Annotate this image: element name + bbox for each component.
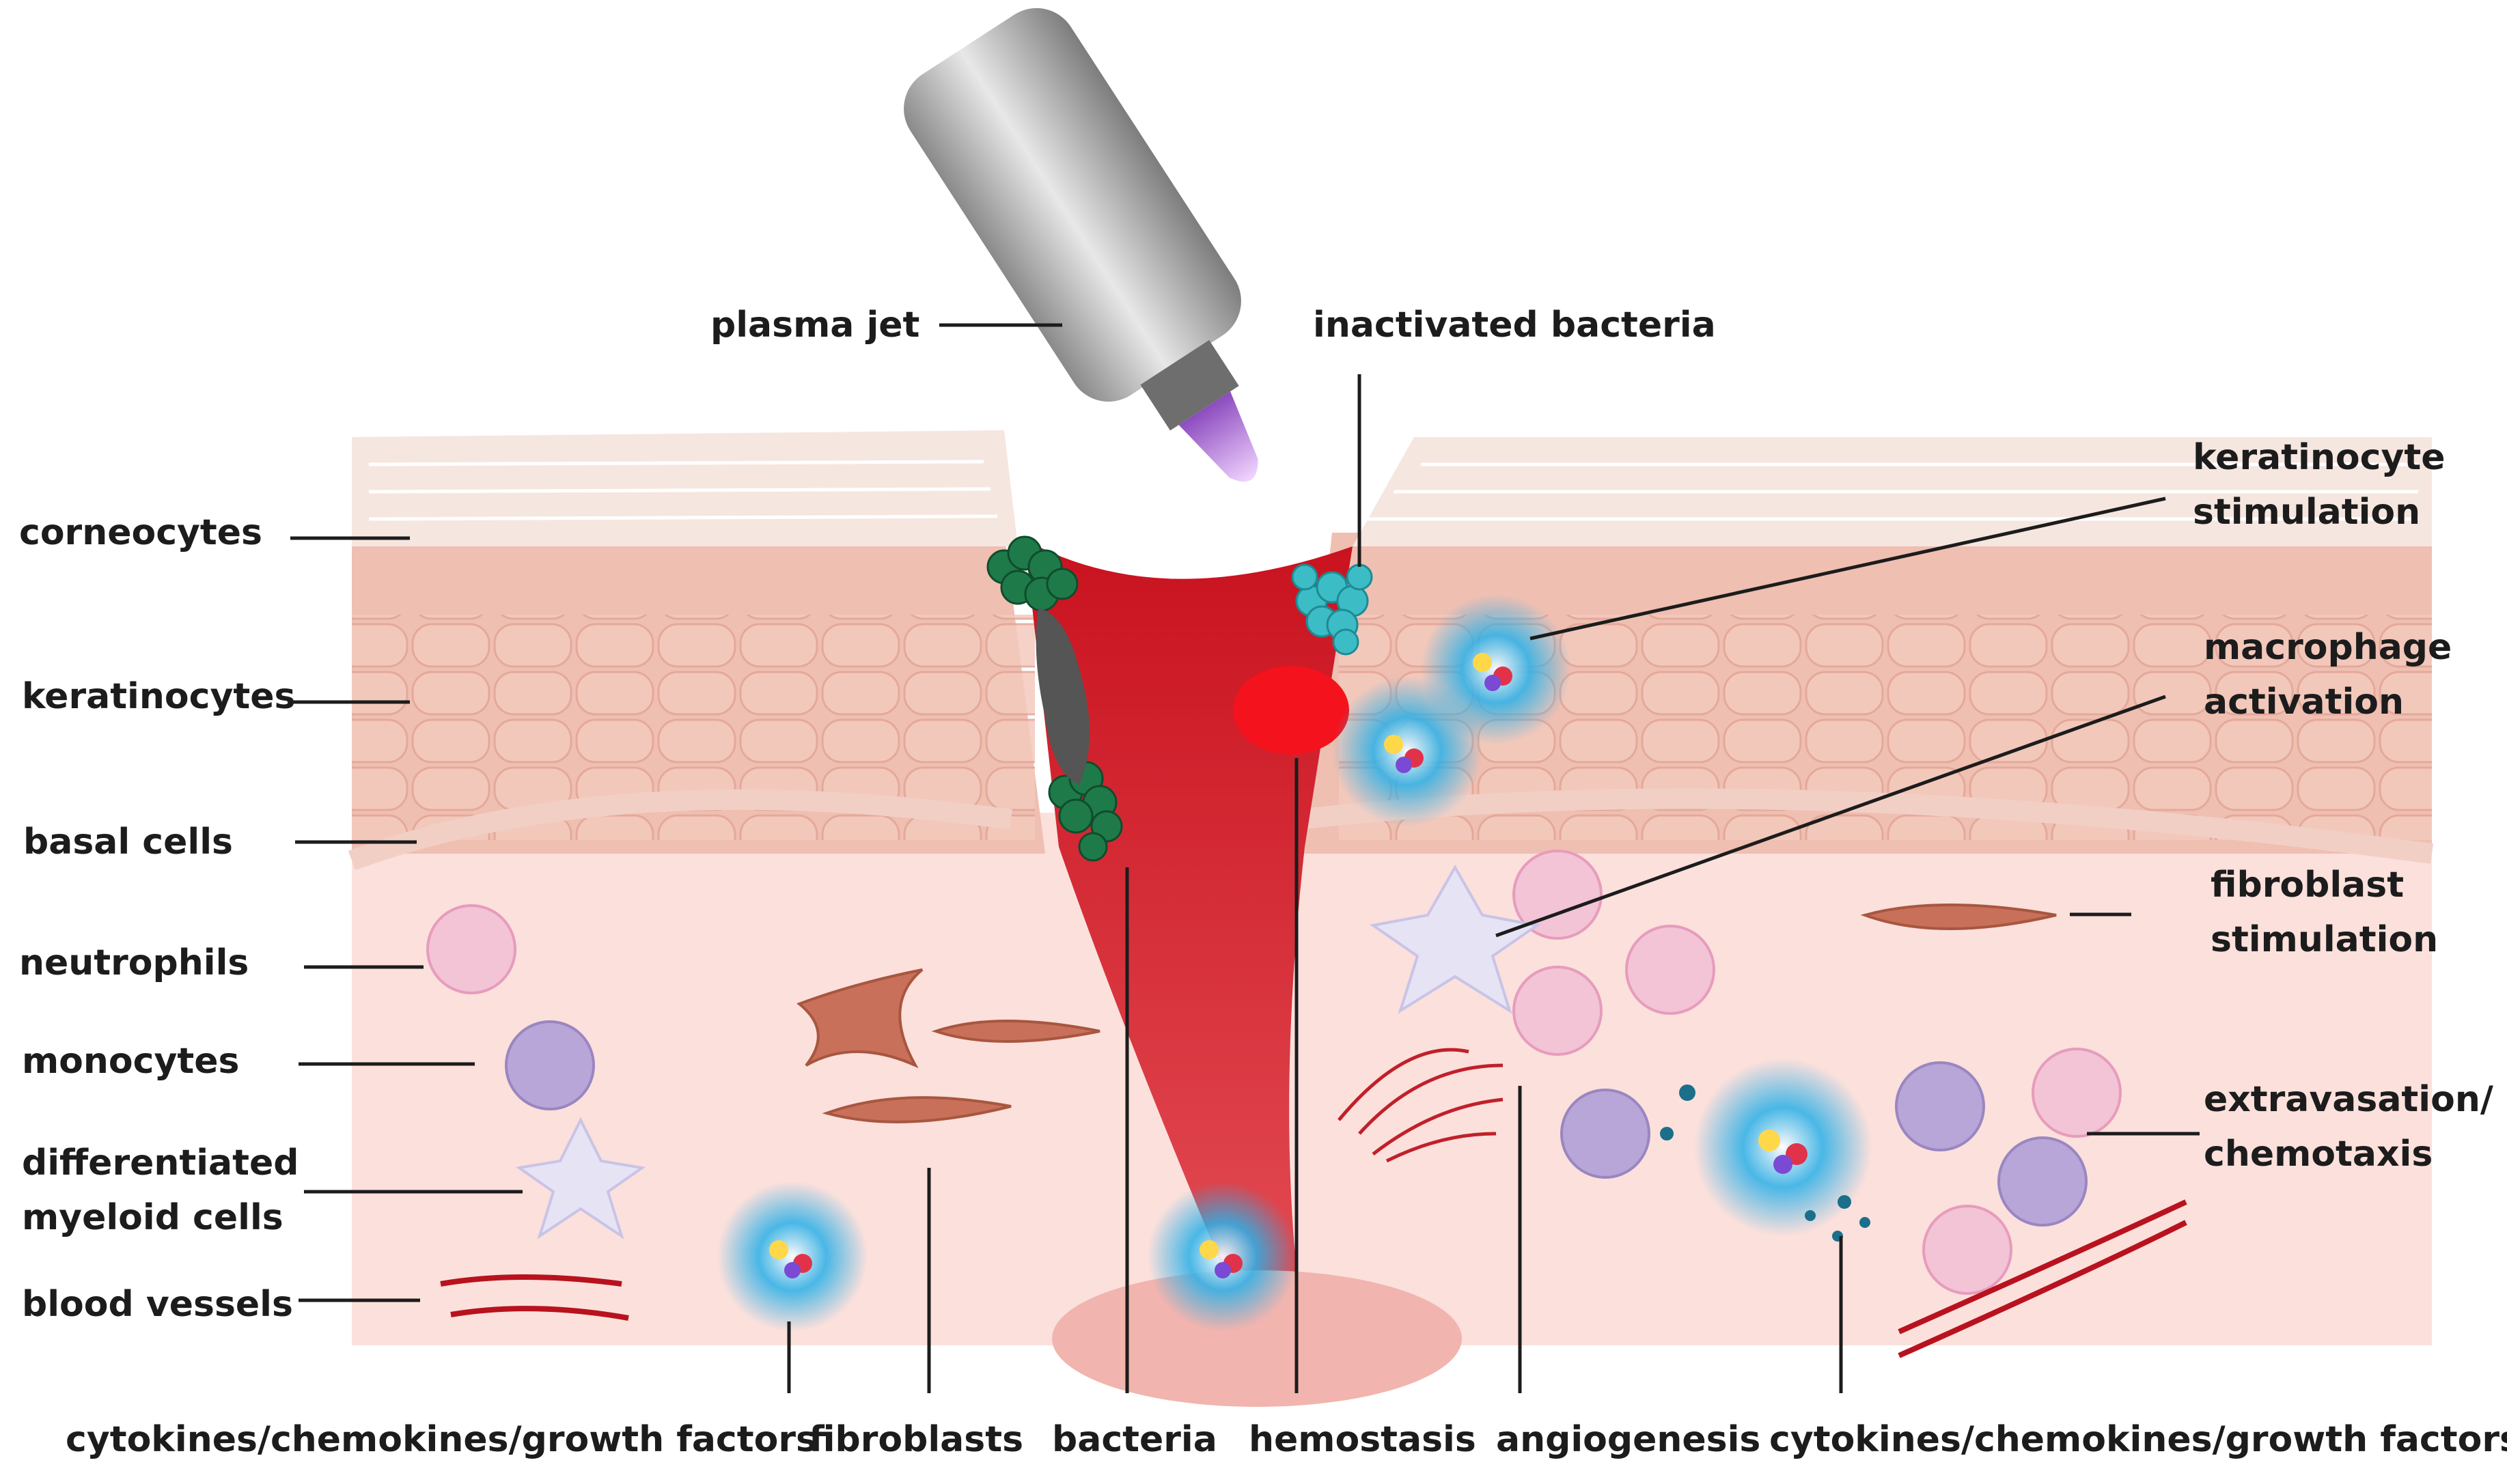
label-bacteria: bacteria [1052,1419,1217,1460]
label-cytokines-right: cytokines/chemokines/growth factors [1769,1419,2507,1460]
label-angiogenesis: angiogenesis [1496,1419,1761,1460]
neutrophils [426,850,2122,1295]
inactivated-bacteria-cluster [1291,563,1373,656]
dermis [352,813,2432,1345]
label-corneocytes: corneocytes [19,512,263,553]
bacteria-cluster [986,535,1123,862]
label-extravasation-chemotaxis: extravasation/ chemotaxis [2204,1072,2493,1181]
label-monocytes: monocytes [22,1041,240,1082]
label-line: stimulation [2193,492,2421,533]
label-fibroblast-stimulation: fibroblast stimulation [2211,858,2438,967]
label-line: stimulation [2211,919,2439,960]
myeloid-cells [515,864,1541,1240]
angiogenesis-vessels [1338,1048,1504,1163]
label-blood-vessels: blood vessels [22,1284,293,1325]
label-line: macrophage [2204,627,2452,668]
cytokine-glows [717,594,1872,1332]
corneocyte-lines [368,460,2418,521]
hemostasis-clot [1233,666,1349,755]
label-basal-cells: basal cells [23,822,233,863]
wound-base [1052,1270,1462,1407]
necrotic-tissue [1036,608,1090,785]
label-differentiated-myeloid-cells: differentiated myeloid cells [22,1136,299,1245]
label-keratinocyte-stimulation: keratinocyte stimulation [2193,430,2445,540]
label-line: extravasation/ [2204,1079,2493,1120]
blood-vessel-icons [440,1199,2187,1358]
monocytes [505,1020,2088,1227]
label-keratinocytes: keratinocytes [22,676,296,717]
label-cytokines-left: cytokines/chemokines/growth factors [66,1419,817,1460]
label-macrophage-activation: macrophage activation [2204,620,2452,729]
plasma-jet-device [904,8,1258,482]
label-line: keratinocyte [2193,437,2446,478]
label-hemostasis: hemostasis [1249,1419,1476,1460]
leader-lines [290,323,2200,1393]
label-plasma-jet: plasma jet [710,305,920,346]
label-fibroblasts: fibroblasts [809,1419,1024,1460]
label-line: myeloid cells [22,1197,283,1238]
cytokine-dots [769,653,1807,1278]
label-line: differentiated [22,1143,299,1184]
label-neutrophils: neutrophils [19,942,249,983]
fibroblasts [797,904,2057,1123]
label-inactivated-bacteria: inactivated bacteria [1313,305,1716,346]
label-line: activation [2204,682,2405,723]
label-line: chemotaxis [2204,1134,2433,1175]
label-line: fibroblast [2211,865,2405,906]
